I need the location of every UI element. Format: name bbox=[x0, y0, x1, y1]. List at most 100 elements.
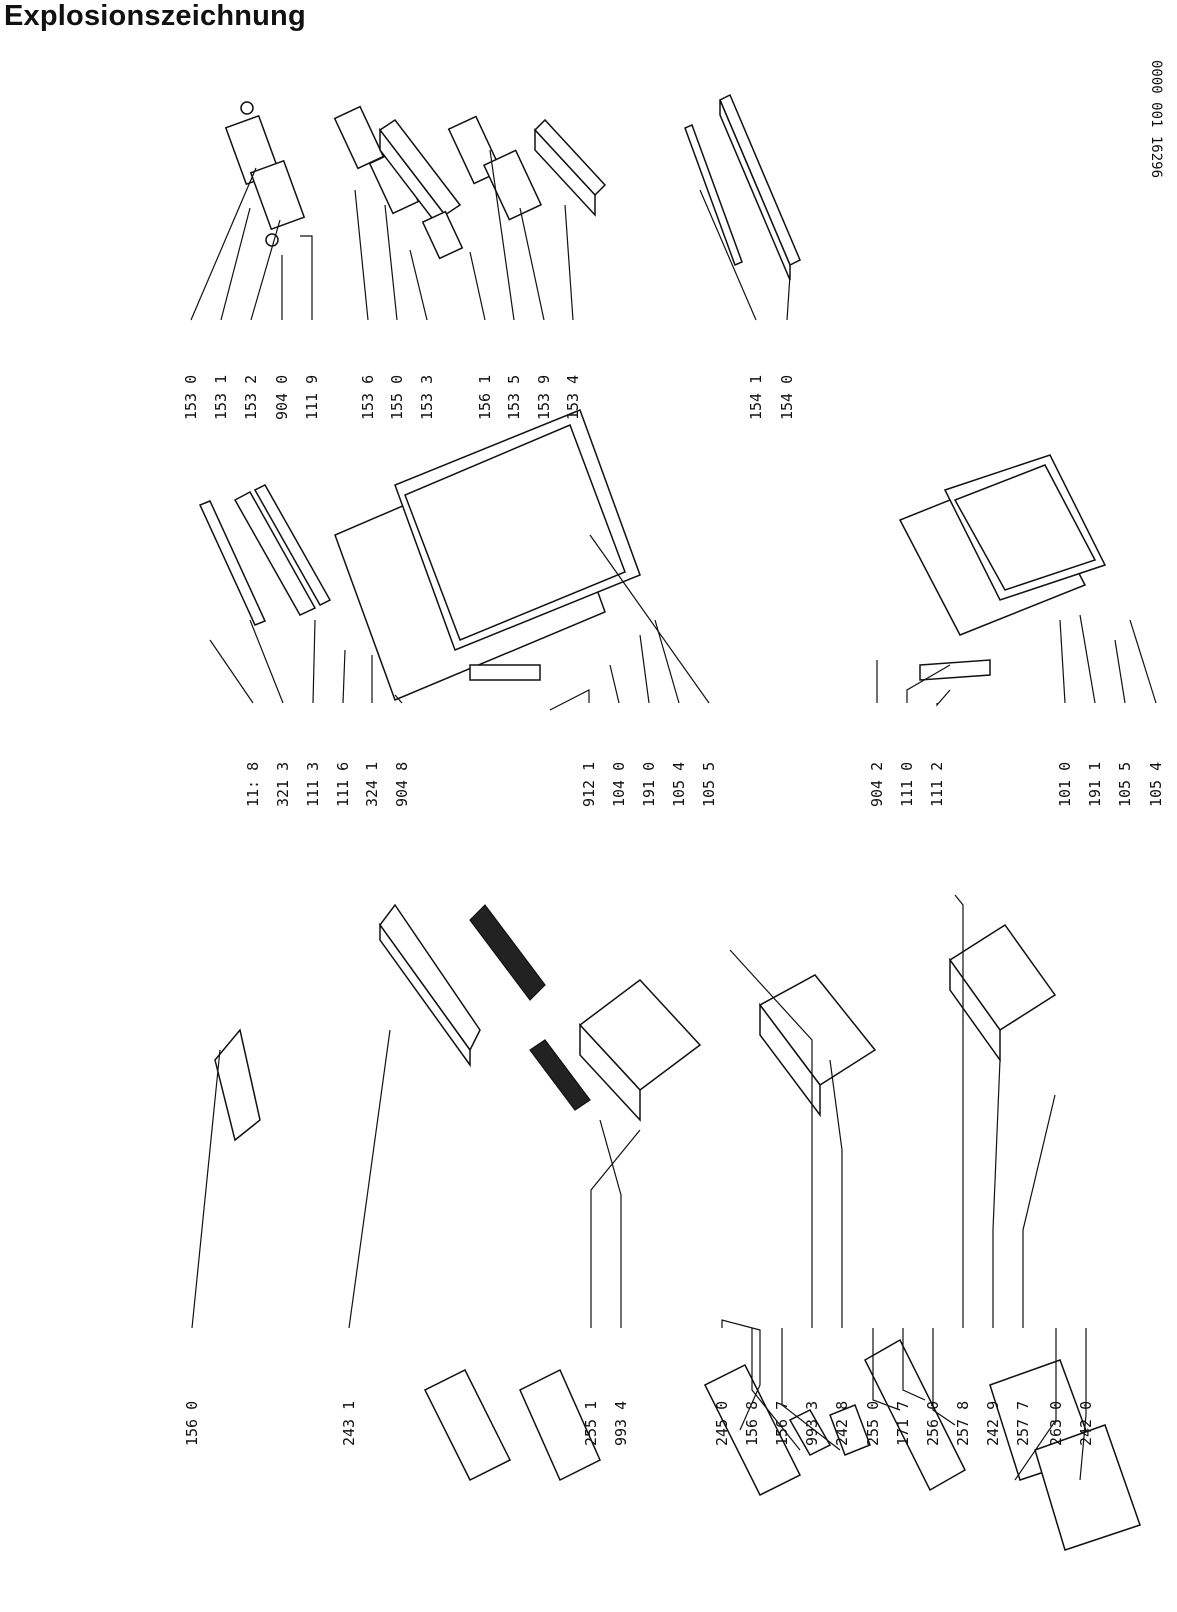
part-label: 155 0 bbox=[388, 375, 406, 420]
shelf-shape bbox=[534, 128, 596, 217]
part-label: 153 0 bbox=[182, 375, 200, 420]
leader-line bbox=[394, 694, 403, 704]
leader-line bbox=[342, 649, 346, 704]
leader-line bbox=[654, 619, 680, 704]
leader-line bbox=[609, 664, 620, 704]
leader-line bbox=[1079, 1328, 1087, 1481]
leader-line bbox=[209, 639, 254, 704]
part-label: 105 4 bbox=[1147, 762, 1165, 807]
part-label: 243 1 bbox=[340, 1401, 358, 1446]
leader-line bbox=[220, 207, 251, 321]
leader-line bbox=[519, 207, 545, 321]
part-label: 242 8 bbox=[833, 1401, 851, 1446]
hinge-plate-shape bbox=[469, 664, 541, 681]
leader-line bbox=[781, 1328, 841, 1451]
cap-shape bbox=[240, 101, 254, 115]
leader-line bbox=[589, 534, 710, 704]
part-label: 904 8 bbox=[393, 762, 411, 807]
leader-line bbox=[564, 204, 574, 321]
leader-line bbox=[954, 894, 964, 1328]
crisper-shape bbox=[579, 1023, 641, 1122]
part-label: 153 2 bbox=[242, 375, 260, 420]
part-label: 154 1 bbox=[747, 375, 765, 420]
drawer-shape bbox=[759, 1002, 821, 1118]
leader-line bbox=[249, 619, 284, 704]
glass-shelf-shape bbox=[379, 922, 471, 1068]
part-label: 153 9 bbox=[535, 375, 553, 420]
leader-line bbox=[1014, 1328, 1057, 1481]
leader-line bbox=[721, 1319, 761, 1431]
handle-shape bbox=[253, 484, 332, 606]
leader-line bbox=[1079, 614, 1096, 704]
part-label: 105 5 bbox=[700, 762, 718, 807]
leader-line bbox=[469, 251, 486, 321]
clip-shape bbox=[421, 210, 464, 260]
leader-line bbox=[599, 1119, 622, 1328]
leader-line bbox=[992, 1059, 1001, 1328]
leader-line bbox=[312, 619, 316, 704]
leader-line bbox=[639, 634, 650, 704]
parts-drawing bbox=[198, 93, 1141, 1551]
part-label: 904 0 bbox=[273, 375, 291, 420]
part-label: 105 4 bbox=[670, 762, 688, 807]
part-label: 111 0 bbox=[898, 762, 916, 807]
flap-shape bbox=[519, 1368, 601, 1482]
part-label: 912 1 bbox=[580, 762, 598, 807]
rail-shape bbox=[684, 123, 743, 267]
part-label: 255 1 bbox=[582, 1401, 600, 1446]
bin-shape bbox=[1034, 1424, 1141, 1551]
leader-line bbox=[932, 1328, 956, 1426]
part-label: 111 9 bbox=[303, 375, 321, 420]
leader-line bbox=[906, 664, 951, 703]
leader-line bbox=[1059, 619, 1066, 704]
page-title: Explosionszeichnung bbox=[4, 0, 306, 32]
panel-shape bbox=[864, 1338, 966, 1492]
leader-line bbox=[549, 689, 590, 711]
part-label: 191 0 bbox=[640, 762, 658, 807]
part-label: 156 8 bbox=[743, 1401, 761, 1446]
leader-line bbox=[409, 249, 428, 321]
document-number: 0000 001 16296 bbox=[1148, 60, 1164, 178]
part-label: 153 4 bbox=[564, 375, 582, 420]
leader-line bbox=[1129, 619, 1157, 704]
part-label: 11: 8 bbox=[244, 762, 262, 807]
part-label: 111 2 bbox=[928, 762, 946, 807]
egg-tray-shape bbox=[249, 159, 306, 231]
part-label: 156 1 bbox=[476, 375, 494, 420]
part-label: 257 8 bbox=[954, 1401, 972, 1446]
glass-shelf-shape bbox=[379, 903, 481, 1052]
leader-line bbox=[829, 1059, 843, 1328]
part-label: 321 3 bbox=[274, 762, 292, 807]
part-label: 153 6 bbox=[359, 375, 377, 420]
part-label: 242 0 bbox=[1077, 1401, 1095, 1446]
egg-holder-shape bbox=[333, 105, 385, 170]
leader-line bbox=[699, 189, 757, 321]
part-label: 153 1 bbox=[212, 375, 230, 420]
part-label: 993 3 bbox=[803, 1401, 821, 1446]
part-label: 245 0 bbox=[713, 1401, 731, 1446]
part-label: 111 6 bbox=[334, 762, 352, 807]
part-label: 263 0 bbox=[1047, 1401, 1065, 1446]
drawer-shape bbox=[948, 923, 1057, 1032]
leader-line bbox=[190, 167, 257, 321]
part-label: 104 0 bbox=[610, 762, 628, 807]
leader-line bbox=[872, 1328, 901, 1411]
leader-line bbox=[384, 204, 398, 321]
part-label: 156 7 bbox=[773, 1401, 791, 1446]
leader-line bbox=[300, 235, 313, 320]
part-label: 993 4 bbox=[612, 1401, 630, 1446]
part-label: 904 2 bbox=[868, 762, 886, 807]
part-label: 101 0 bbox=[1056, 762, 1074, 807]
flap-shape bbox=[423, 1368, 512, 1482]
leader-line bbox=[590, 1129, 641, 1328]
grille-shape bbox=[469, 904, 546, 1001]
leader-line bbox=[191, 1049, 221, 1329]
part-label: 154 0 bbox=[778, 375, 796, 420]
leader-line bbox=[1022, 1094, 1056, 1328]
part-label: 242 9 bbox=[984, 1401, 1002, 1446]
part-label: 256 0 bbox=[924, 1401, 942, 1446]
leader-line bbox=[729, 949, 813, 1328]
part-label: 324 1 bbox=[363, 762, 381, 807]
